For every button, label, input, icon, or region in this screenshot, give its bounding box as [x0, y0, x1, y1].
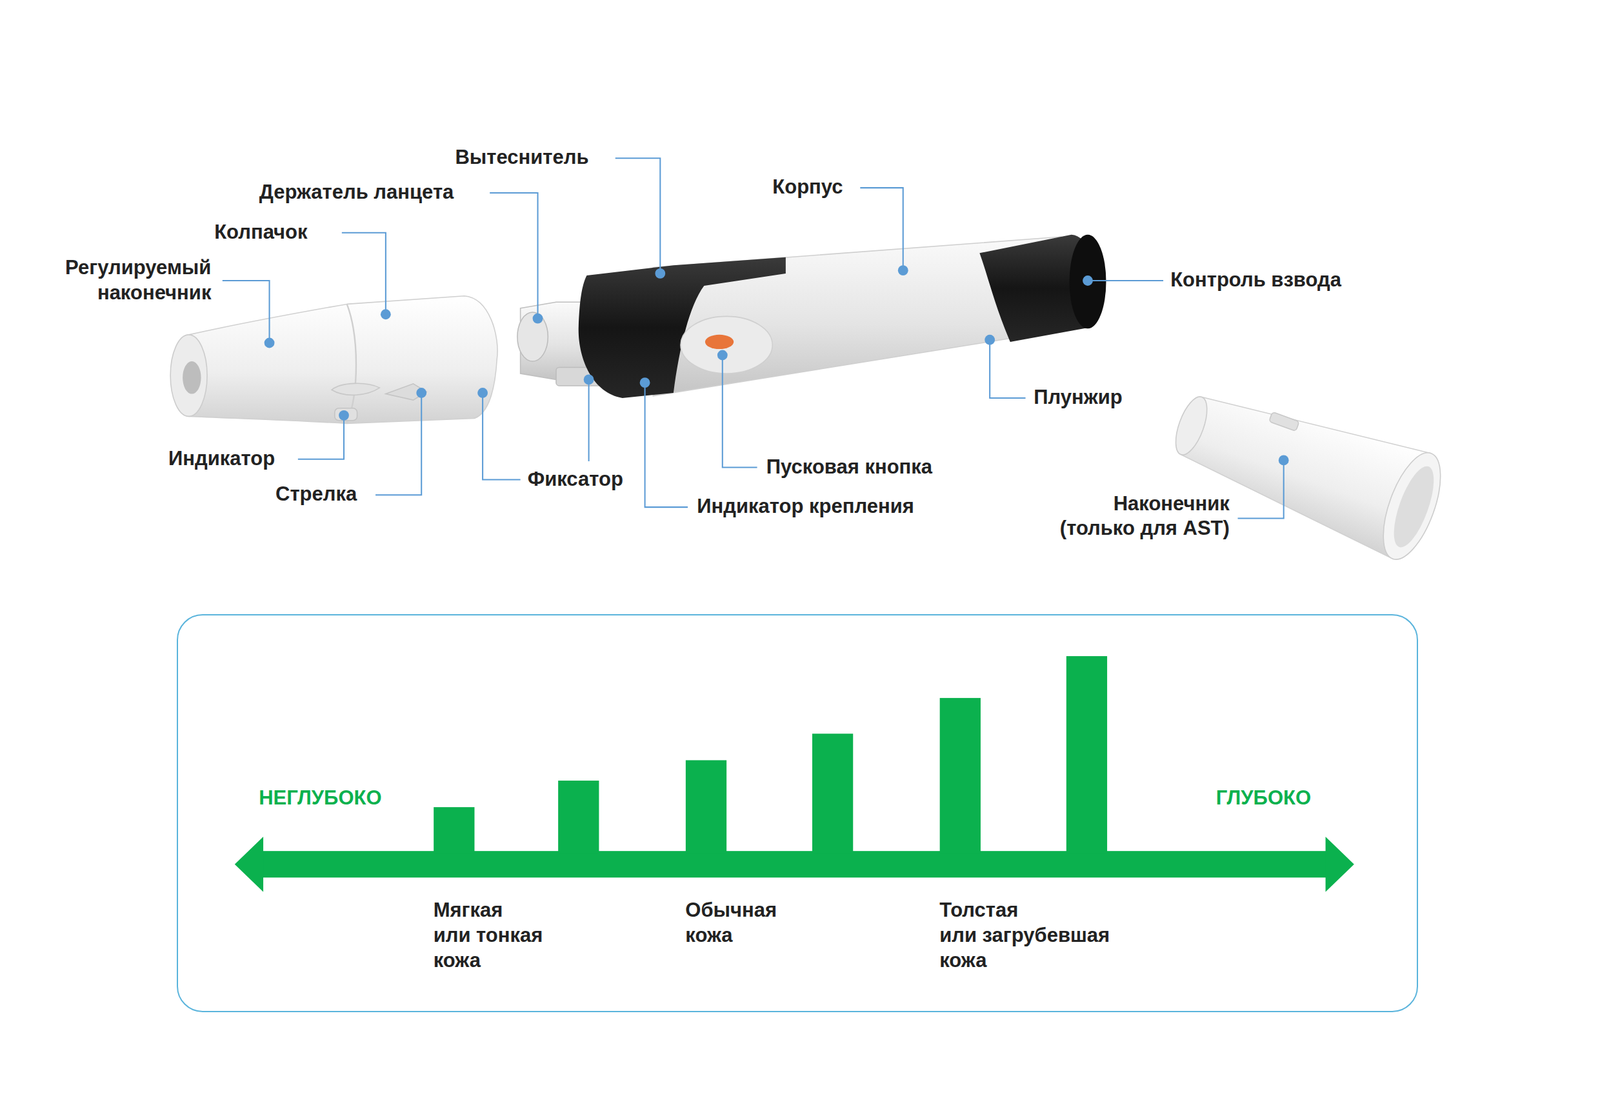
cap-drawing [170, 296, 498, 424]
part-label: Стрелка [275, 481, 357, 508]
text-line: кожа [433, 948, 544, 974]
text-line: Регулируемый [65, 255, 211, 281]
skin-type-label: Обычная кожа [685, 898, 777, 949]
depth-end-label: ГЛУБОКО [1216, 785, 1311, 811]
text-line: (только для AST) [1060, 516, 1230, 542]
part-label: Наконечник (только для AST) [1060, 491, 1230, 542]
skin-type-label: Мягкая или тонкая кожа [433, 898, 544, 973]
depth-end-label: НЕГЛУБОКО [258, 785, 382, 811]
part-label: Индикатор [168, 446, 275, 472]
skin-type-label: Толстая или загрубевшая кожа [939, 898, 1110, 973]
depth-panel: НЕГЛУБОКОГЛУБОКОМягкая или тонкая кожаОб… [176, 614, 1419, 1013]
text-line: или загрубевшая [939, 923, 1110, 949]
text-line: Мягкая [433, 898, 544, 924]
part-label: Плунжир [1033, 385, 1123, 411]
part-label: Держатель ланцета [259, 180, 455, 206]
part-label: Корпус [772, 174, 843, 200]
leader-lines [222, 158, 1284, 519]
text-line: Наконечник [1060, 491, 1230, 517]
depth-scale [234, 656, 1355, 892]
part-label: Индикатор крепления [696, 494, 915, 520]
text-line: наконечник [65, 280, 211, 306]
part-label: Фиксатор [527, 467, 624, 493]
text-line: или тонкая [433, 923, 544, 949]
part-label: Контроль взвода [1170, 267, 1342, 293]
part-label: Регулируемый наконечник [65, 255, 211, 306]
text-line: кожа [685, 923, 777, 949]
part-label: Колпачок [214, 220, 308, 246]
text-line: Толстая [939, 898, 1110, 924]
body-drawing [578, 234, 1107, 399]
text-line: кожа [939, 948, 1110, 974]
part-label: Пусковая кнопка [766, 454, 933, 480]
part-label: Вытеснитель [454, 145, 589, 171]
leader-dots [264, 265, 1290, 466]
text-line: Обычная [685, 898, 777, 924]
